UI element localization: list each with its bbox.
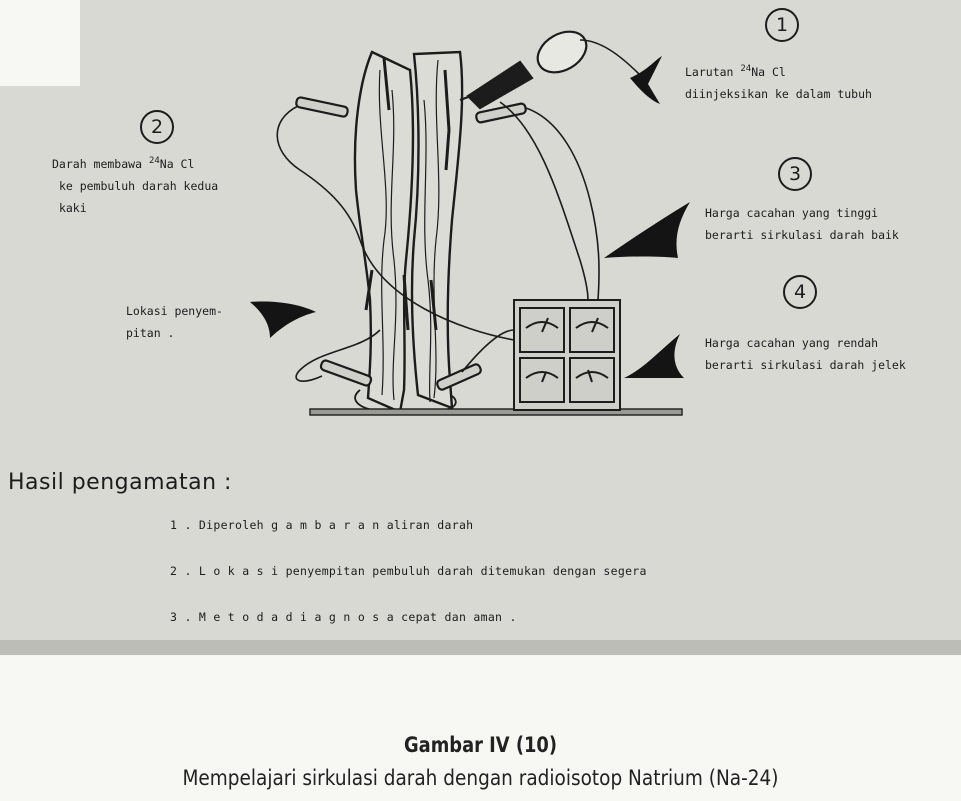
callout-2-suffix: Na Cl [160,157,195,171]
callout-3-text: Harga cacahan yang tinggi berarti sirkul… [705,202,899,246]
observation-item-1: 1 . Diperoleh g a m b a r a n aliran dar… [170,518,473,532]
counter-meters [514,300,620,410]
syringe [460,23,594,108]
callout-1-suffix: Na Cl [751,65,786,79]
step-number-1: 1 [765,8,799,42]
callout-2-isotope-mass: 24 [149,156,160,166]
callout-2-text: Darah membawa 24Na Cl ke pembuluh darah … [52,150,218,219]
callout-1-line2: diinjeksikan ke dalam tubuh [685,87,872,101]
observation-item-3: 3 . M e t o d a d i a g n o s a cepat da… [170,610,517,624]
base-plate [310,409,682,415]
figure-caption-subtitle: Mempelajari sirkulasi darah dengan radio… [58,766,904,790]
callout-3-line1: Harga cacahan yang tinggi [705,206,878,220]
callout-2-prefix: Darah membawa [52,157,149,171]
step-number-2: 2 [140,110,174,144]
callout-4-line1: Harga cacahan yang rendah [705,336,878,350]
diagram-slide: 1 Larutan 24Na Cl diinjeksikan ke dalam … [0,0,961,655]
step-number-4: 4 [783,275,817,309]
stenosis-location-line1: Lokasi penyem- [126,304,223,318]
stenosis-location-label: Lokasi penyem- pitan . [126,300,223,344]
figure-caption-title: Gambar IV (10) [72,733,889,757]
callout-2-line2: ke pembuluh darah kedua [59,179,218,193]
callout-1-isotope-mass: 24 [740,64,751,74]
observation-item-2: 2 . L o k a s i penyempitan pembuluh dar… [170,564,647,578]
callout-3-line2: berarti sirkulasi darah baik [705,228,899,242]
callout-4-text: Harga cacahan yang rendah berarti sirkul… [705,332,906,376]
callout-4-line2: berarti sirkulasi darah jelek [705,358,906,372]
stenosis-location-line2: pitan . [126,326,174,340]
callout-1-prefix: Larutan [685,65,740,79]
callout-1-text: Larutan 24Na Cl diinjeksikan ke dalam tu… [685,58,872,105]
observations-title: Hasil pengamatan : [8,470,232,495]
step-number-3: 3 [778,157,812,191]
callout-2-line3: kaki [59,201,87,215]
